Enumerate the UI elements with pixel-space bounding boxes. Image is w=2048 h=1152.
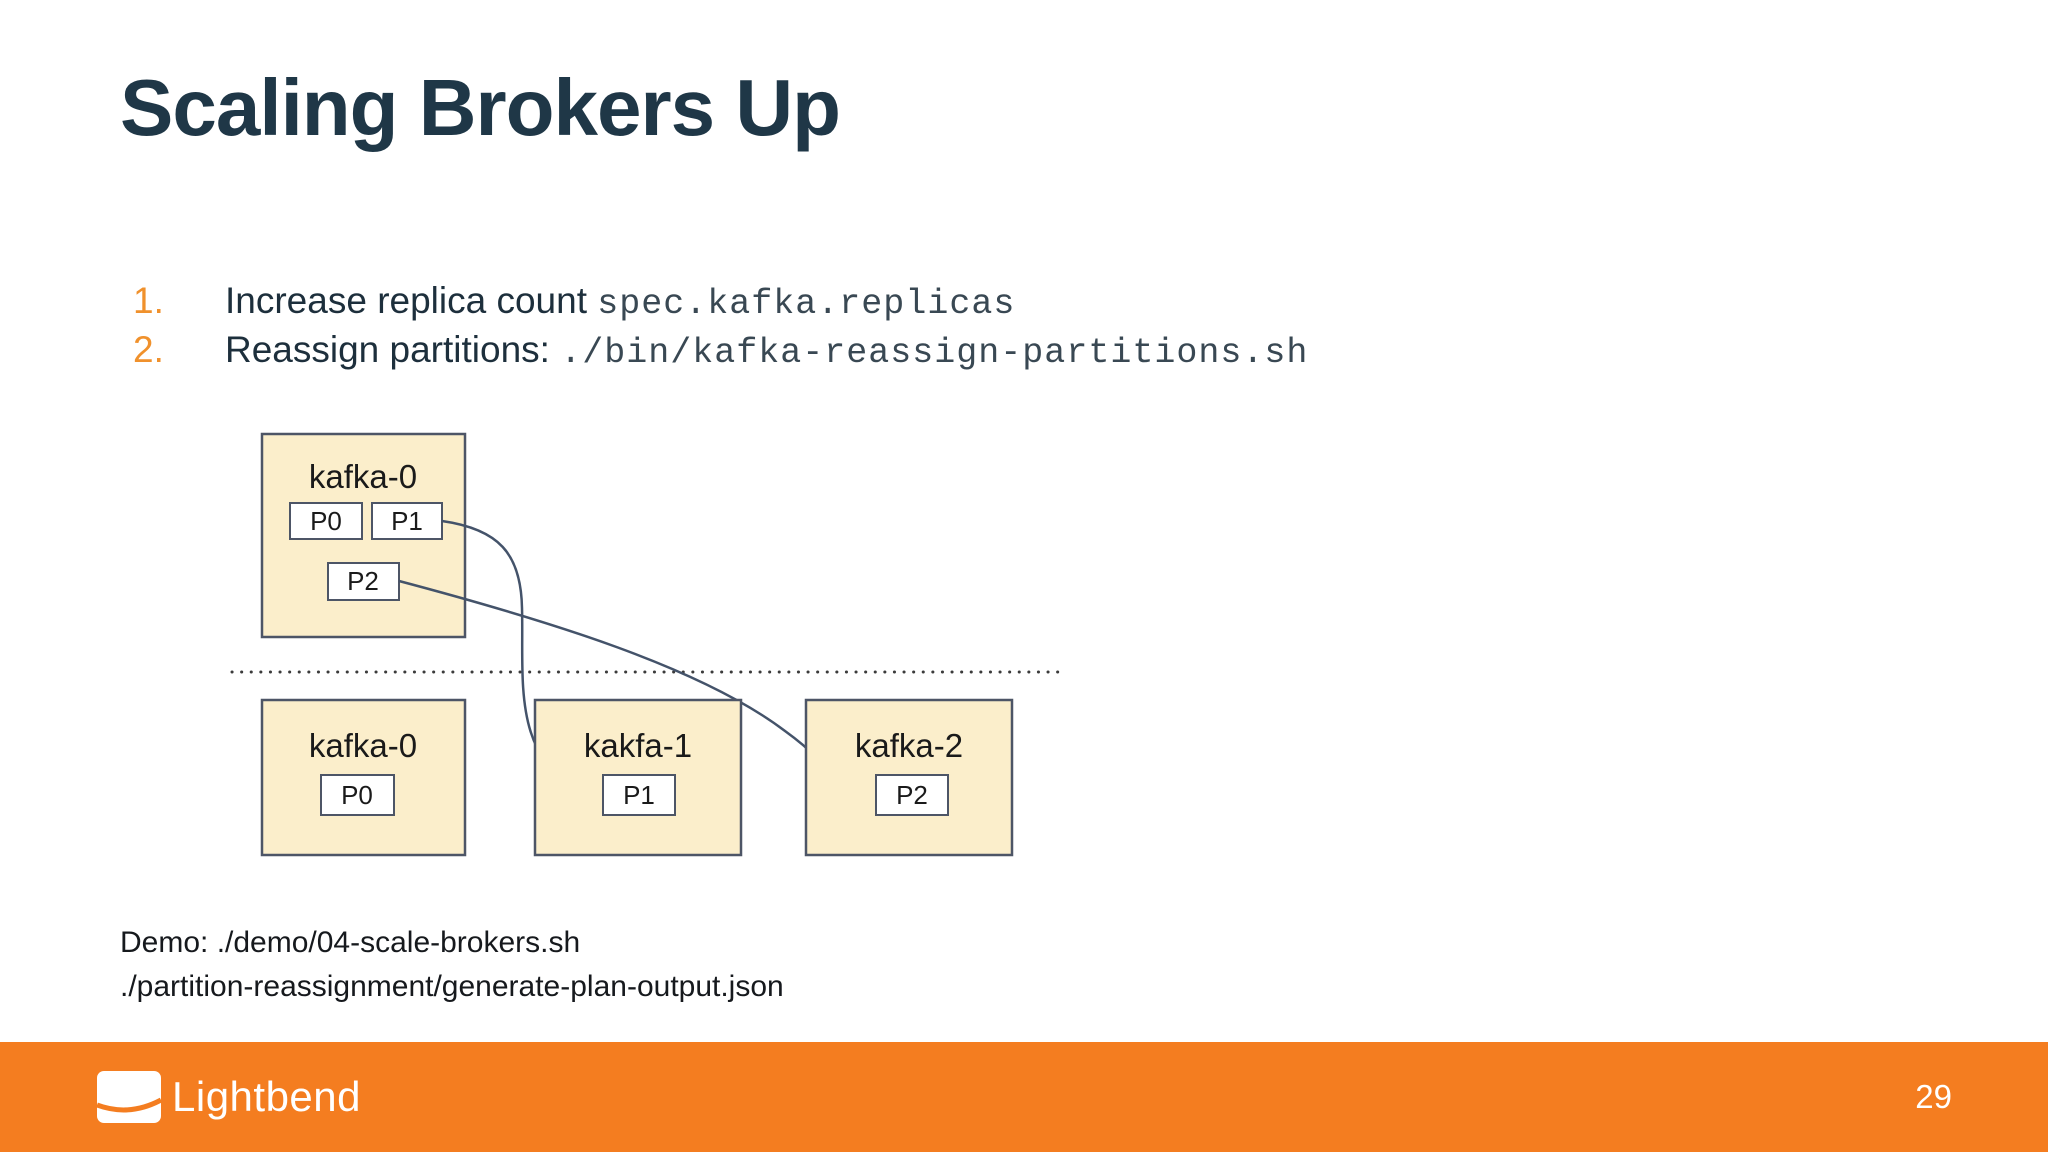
step-code: spec.kafka.replicas: [597, 284, 1016, 324]
partition-box: [320, 774, 395, 816]
broker-label: kafka-0: [309, 727, 417, 764]
partition-label: P0: [341, 780, 373, 810]
list-item: 2. Reassign partitions: ./bin/kafka-reas…: [133, 329, 1308, 378]
step-number: 2.: [133, 329, 164, 370]
partition-box: [289, 502, 363, 540]
list-item: 1. Increase replica count spec.kafka.rep…: [133, 280, 1308, 329]
partition-label: P2: [896, 780, 928, 810]
step-text: Increase replica count spec.kafka.replic…: [225, 280, 1015, 324]
partition-box: [371, 502, 443, 540]
partition-box: [875, 774, 949, 816]
broker-box-after-2: [804, 698, 1014, 857]
step-label: Increase replica count: [225, 280, 598, 321]
footer-bar: Lightbend 29: [0, 1042, 2048, 1152]
demo-notes: Demo: ./demo/04-scale-brokers.sh ./parti…: [120, 921, 784, 1009]
partition-label: P2: [347, 566, 379, 596]
brand-wordmark: Lightbend: [172, 1073, 362, 1120]
page-title: Scaling Brokers Up: [120, 63, 841, 152]
lightbend-logo-icon: [97, 1071, 161, 1123]
step-text: Reassign partitions: ./bin/kafka-reassig…: [225, 329, 1308, 373]
partition-label: P1: [391, 506, 423, 536]
broker-label: kafka-0: [309, 458, 417, 495]
broker-scaling-diagram: kafka-0 P0 P1 P2 kafka-0 P0 kakfa-1 P1 k…: [230, 432, 1060, 857]
partition-box: [602, 774, 676, 816]
page-number: 29: [1915, 1078, 1952, 1115]
steps-list: 1. Increase replica count spec.kafka.rep…: [133, 280, 1308, 378]
partition-label: P1: [623, 780, 655, 810]
demo-note-line: ./partition-reassignment/generate-plan-o…: [120, 970, 784, 1003]
broker-label: kakfa-1: [584, 727, 692, 764]
step-label: Reassign partitions:: [225, 329, 561, 370]
step-code: ./bin/kafka-reassign-partitions.sh: [560, 333, 1309, 373]
partition-label: P0: [310, 506, 342, 536]
step-number: 1.: [133, 280, 164, 321]
broker-label: kafka-2: [855, 727, 963, 764]
demo-note-line: Demo: ./demo/04-scale-brokers.sh: [120, 926, 581, 959]
